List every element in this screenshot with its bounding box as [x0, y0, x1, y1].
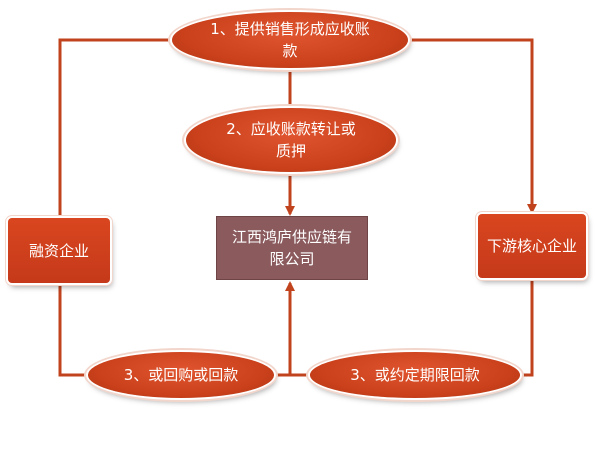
supply-chain-company-label: 江西鸿庐供应链有限公司	[231, 228, 352, 268]
financing-company-label: 融资企业	[28, 241, 89, 260]
step3-right-label: 3、或约定期限回款	[350, 366, 480, 384]
step2-label: 2、应收账款转让或质押	[226, 120, 356, 160]
step3-left-label: 3、或回购或回款	[123, 366, 239, 384]
line-financing-to-step1	[58, 38, 172, 218]
step1-ellipse: 1、提供销售形成应收账款	[172, 12, 408, 68]
step3-right-ellipse: 3、或约定期限回款	[310, 352, 520, 398]
financing-company-box: 融资企业	[8, 218, 110, 283]
step2-ellipse: 2、应收账款转让或质押	[186, 108, 396, 172]
supply-chain-company-box: 江西鸿庐供应链有限公司	[216, 216, 368, 280]
step1-label: 1、提供销售形成应收账款	[210, 20, 370, 60]
step3-left-ellipse: 3、或回购或回款	[88, 352, 274, 398]
core-enterprise-box: 下游核心企业	[478, 214, 586, 278]
line-core-to-step3-right	[518, 280, 534, 377]
line-step1-to-core	[408, 38, 537, 214]
line-financing-to-step3-left	[58, 283, 90, 377]
core-enterprise-label: 下游核心企业	[486, 237, 577, 255]
